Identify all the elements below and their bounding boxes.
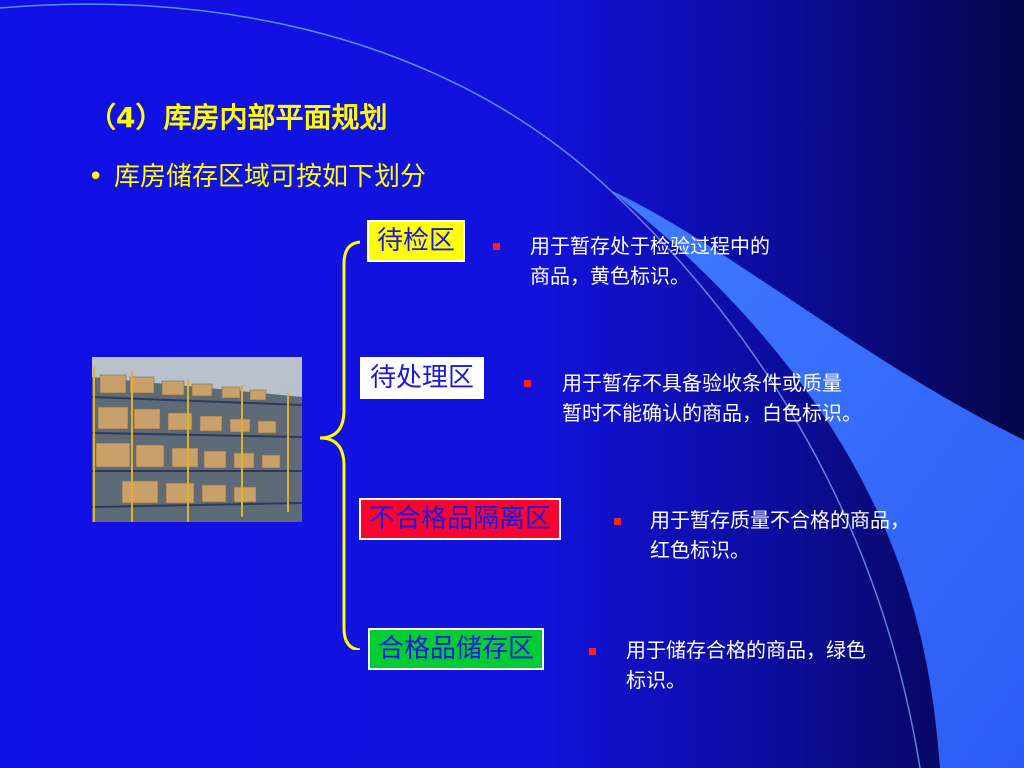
slide-title: （4）库房内部平面规划 [88,101,388,134]
zone-desc-line2: 暂时不能确认的商品，白色标识。 [562,401,862,425]
left-curly-brace-icon [319,240,360,650]
bullet-text: 库房储存区域可按如下划分 [114,162,427,192]
zone-label-pending-inspection: 待检区 [367,220,466,262]
zone-desc-line1: 用于暂存不具备验收条件或质量 [562,371,842,395]
zone-desc-line1: 用于暂存质量不合格的商品， [650,508,910,532]
red-square-bullet-icon [614,518,621,525]
zone-label-pending-processing: 待处理区 [360,357,485,399]
zone-label-nonconforming-isolation: 不合格品隔离区 [359,498,562,540]
zone-desc-line1: 用于暂存处于检验过程中的 [530,234,770,258]
red-square-bullet-icon [493,243,500,250]
red-square-bullet-icon [524,380,531,387]
zone-label-qualified-storage: 合格品储存区 [368,628,545,670]
red-square-bullet-icon [589,648,596,655]
zone-desc-line2: 红色标识。 [650,538,750,562]
zone-desc-line2: 标识。 [626,668,686,692]
zone-desc-line1: 用于储存合格的商品，绿色 [626,638,866,662]
bullet-item: • 库房储存区域可按如下划分 [88,156,426,193]
zone-desc-line2: 商品，黄色标识。 [530,264,690,288]
warehouse-shelves-image [92,357,302,522]
warehouse-photo [92,357,302,522]
bullet-dot-icon: • [88,162,104,192]
